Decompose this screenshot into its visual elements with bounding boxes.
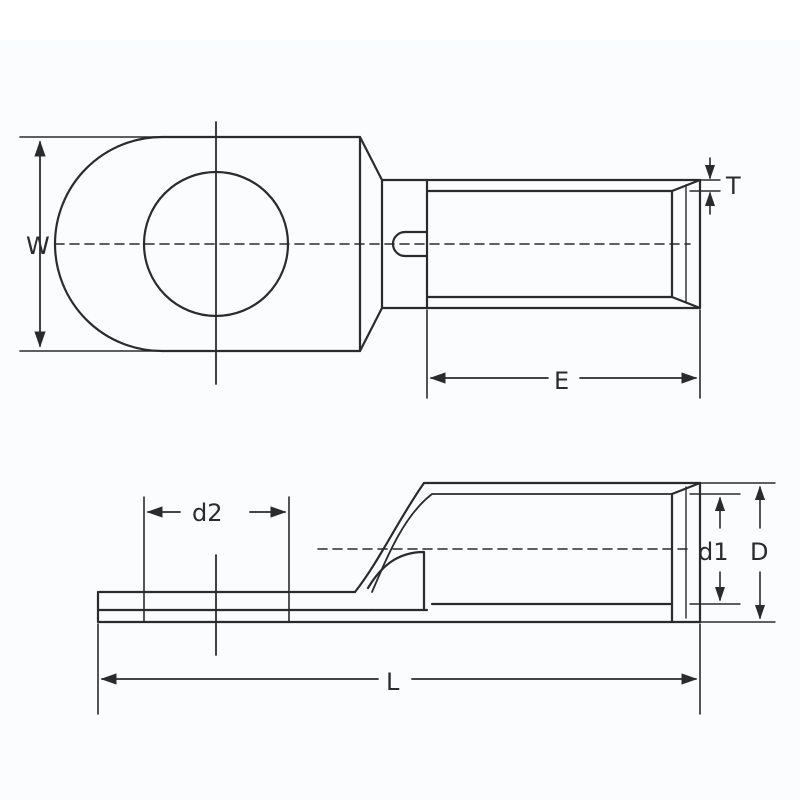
label-d: D	[750, 538, 768, 566]
dimension-d	[699, 482, 776, 623]
label-d1: d1	[698, 538, 729, 566]
top-view	[19, 121, 721, 399]
label-w: W	[26, 232, 50, 260]
dimension-d1	[689, 493, 741, 605]
label-l: L	[386, 668, 400, 696]
dimension-d2	[143, 496, 290, 623]
dimension-e	[426, 309, 701, 399]
dimension-l	[97, 623, 701, 715]
top-view-transition	[358, 135, 429, 353]
label-t: T	[725, 172, 741, 200]
dimension-w	[19, 136, 161, 352]
drawing-background	[0, 40, 800, 800]
top-view-palm-outline	[53, 135, 362, 353]
label-d2: d2	[192, 499, 223, 527]
side-view	[96, 481, 776, 715]
label-e: E	[554, 367, 569, 395]
dimension-t	[689, 157, 721, 215]
side-view-barrel	[430, 481, 702, 624]
side-view-palm	[96, 590, 674, 624]
side-view-transition	[353, 481, 702, 612]
